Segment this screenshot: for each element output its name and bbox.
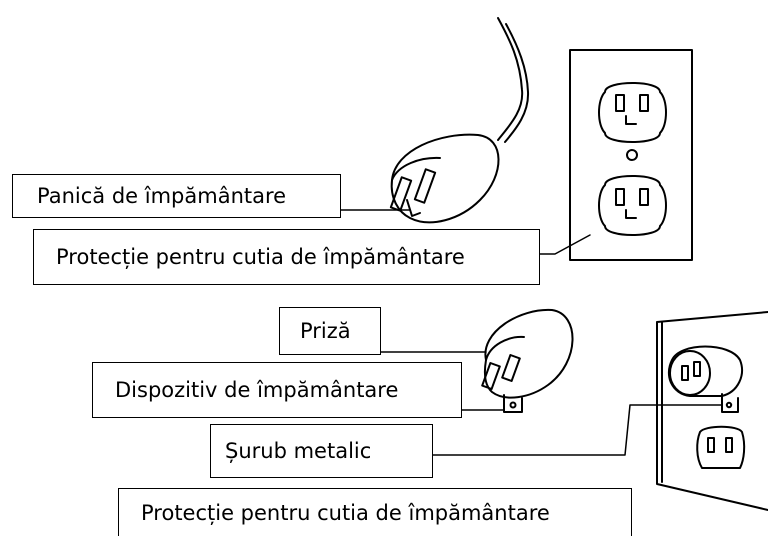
receptacle-upper bbox=[598, 82, 667, 143]
leader-metal-screw bbox=[432, 404, 723, 456]
adapter-face bbox=[485, 335, 525, 361]
label-metal-screw: Șurub metalic bbox=[210, 424, 433, 478]
prong-left bbox=[389, 176, 413, 212]
ground-prong bbox=[406, 199, 421, 217]
wall-plate-top bbox=[569, 49, 693, 261]
plate-screw bbox=[626, 149, 638, 161]
adapter-prong-1 bbox=[481, 362, 501, 390]
adapter-prong-2 bbox=[501, 354, 521, 382]
prong-right bbox=[413, 168, 437, 204]
plugged-tab bbox=[721, 393, 739, 413]
receptacle-bottom bbox=[696, 425, 746, 469]
plug-face bbox=[391, 156, 441, 181]
adapter-tab bbox=[503, 394, 523, 413]
adapter-body bbox=[483, 308, 574, 399]
plug-cord-inner bbox=[504, 23, 530, 143]
label-grounding-device: Dispozitiv de împământare bbox=[92, 362, 462, 418]
label-outlet: Priză bbox=[279, 307, 381, 355]
plug-cord bbox=[497, 17, 524, 141]
plug-head bbox=[390, 133, 500, 224]
label-box-protection-top: Protecție pentru cutia de împământare bbox=[33, 229, 540, 285]
label-box-protection-bottom: Protecție pentru cutia de împământare bbox=[118, 488, 632, 536]
wall-box bbox=[656, 311, 768, 511]
label-ground-prong: Panică de împământare bbox=[12, 174, 341, 218]
receptacle-lower bbox=[598, 175, 667, 236]
leader-box-protection-top bbox=[539, 234, 591, 255]
